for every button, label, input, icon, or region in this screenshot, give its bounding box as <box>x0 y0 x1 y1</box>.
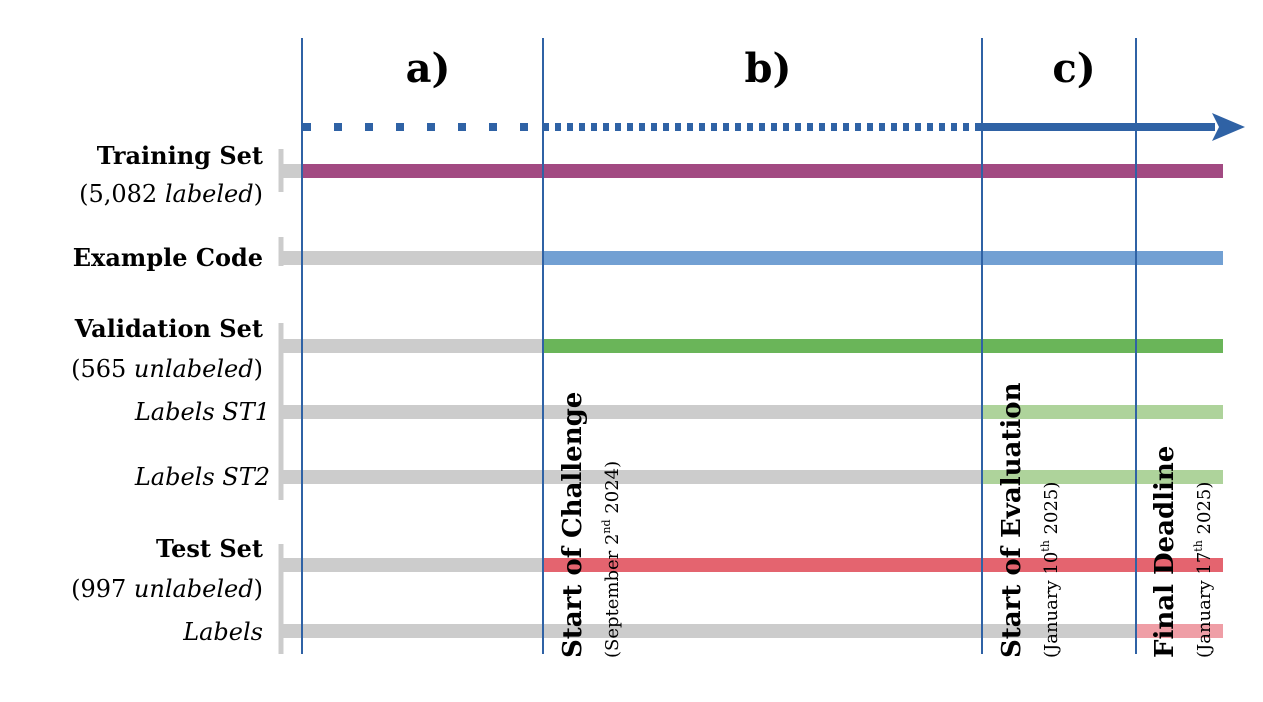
label-example-code: Example Code <box>73 243 263 272</box>
milestone-start-evaluation-title: Start of Evaluation <box>997 382 1027 658</box>
label-test-title: Test Set <box>156 534 263 563</box>
label-validation-title: Validation Set <box>74 314 263 343</box>
milestone-start-evaluation-date: (January 10th 2025) <box>1039 482 1062 658</box>
bar-example-code-available <box>543 251 1223 265</box>
bar-test-labels-available <box>1136 624 1223 638</box>
milestone-start-challenge: Start of Challenge (September 2nd 2024) <box>558 392 623 658</box>
phase-label-a: a) <box>406 45 451 92</box>
milestone-start-evaluation: Start of Evaluation (January 10th 2025) <box>997 382 1062 658</box>
phase-label-b: b) <box>745 45 792 92</box>
label-labels-st1: Labels ST1 <box>134 398 270 426</box>
label-labels-st2: Labels ST2 <box>134 463 270 491</box>
bar-training-available <box>303 164 1223 178</box>
label-training-title: Training Set <box>97 141 263 170</box>
milestone-start-challenge-title: Start of Challenge <box>558 392 588 658</box>
bar-labels-st2-available <box>982 470 1223 484</box>
timeline-arrowhead <box>1212 113 1245 141</box>
label-validation-count: (565 unlabeled) <box>71 355 263 383</box>
bar-labels-st1-available <box>982 405 1223 419</box>
bar-validation-available <box>543 339 1223 353</box>
milestone-final-deadline: Final Deadline (January 17th 2025) <box>1150 446 1215 658</box>
milestone-final-deadline-date: (January 17th 2025) <box>1192 482 1215 658</box>
phase-label-c: c) <box>1052 45 1095 92</box>
label-training-count: (5,082 labeled) <box>79 180 263 208</box>
milestone-final-deadline-title: Final Deadline <box>1150 446 1180 658</box>
bar-test-labels-gray <box>281 624 1223 638</box>
bar-test-available <box>543 558 1223 572</box>
label-test-count: (997 unlabeled) <box>71 575 263 603</box>
label-test-labels: Labels <box>182 618 263 646</box>
milestone-start-challenge-date: (September 2nd 2024) <box>600 461 623 658</box>
